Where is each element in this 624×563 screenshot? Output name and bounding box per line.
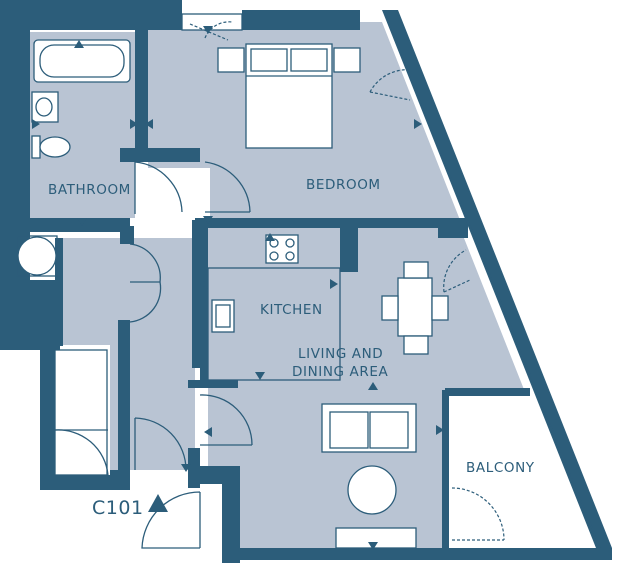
- arrow-left-icon: [204, 427, 212, 437]
- wall-hall-top: [120, 148, 200, 162]
- wall-right-outer: [382, 10, 612, 548]
- wall-top-left: [0, 0, 182, 30]
- arrow-up-icon: [265, 233, 275, 241]
- wall-kitchen-stub: [340, 228, 358, 272]
- wall-hall-mid: [120, 226, 134, 244]
- bathroom-label: BATHROOM: [48, 182, 131, 198]
- tv-unit: [335, 527, 417, 549]
- toilet-cistern: [31, 135, 41, 159]
- unit-code-label: C101: [92, 497, 144, 519]
- arrow-down-icon: [203, 26, 213, 34]
- door-living: [199, 394, 253, 446]
- nightstand-right: [333, 47, 361, 73]
- wall-entrance-right: [188, 448, 200, 488]
- wall-hall-right-lower: [188, 380, 204, 388]
- door-bedroom-window: [369, 69, 413, 101]
- hall-fixtures: [54, 349, 109, 476]
- nightstand-left: [217, 47, 245, 73]
- bedroom-fixtures: [181, 13, 361, 149]
- arrow-right-icon: [436, 425, 444, 435]
- kitchen-fixtures: [207, 234, 341, 381]
- dining-table: [397, 277, 433, 337]
- door-bathroom: [134, 161, 183, 214]
- bedroom-label: BEDROOM: [306, 177, 381, 193]
- living-label-line2: DINING AREA: [292, 364, 388, 380]
- door-balcony: [451, 487, 505, 541]
- washer: [17, 236, 57, 276]
- balcony-label: BALCONY: [466, 460, 535, 476]
- wall-top-right-cap: [242, 10, 360, 24]
- wall-bed-bottom: [195, 218, 445, 228]
- living-fixtures: [321, 261, 449, 549]
- wall-left-lower: [0, 280, 60, 350]
- living-label-line1: LIVING AND: [298, 346, 383, 362]
- arrow-right-icon: [330, 279, 338, 289]
- wall-entrance-left: [110, 470, 130, 490]
- arrow-down-icon: [255, 372, 265, 380]
- kitchen-label: KITCHEN: [260, 302, 323, 318]
- arrow-right-icon: [414, 119, 422, 129]
- bathroom-fixtures: [16, 39, 131, 277]
- wall-bath-bottom: [30, 218, 130, 232]
- view-arrows: [32, 26, 468, 550]
- kitchen-counter: [207, 267, 341, 381]
- wardrobe: [54, 349, 108, 476]
- wall-bottom: [222, 548, 612, 560]
- wall-hall-left: [118, 320, 130, 480]
- chair-bottom: [403, 335, 429, 355]
- chair-right: [431, 295, 449, 321]
- bedroom-window: [181, 13, 243, 31]
- wall-kitchen-left: [200, 228, 208, 388]
- wall-kitchen-base: [200, 380, 238, 388]
- chair-top: [403, 261, 429, 279]
- facade-glazing: [387, 21, 601, 549]
- balcony-floor: [448, 394, 590, 548]
- coffee-table: [347, 465, 397, 515]
- wall-bath-bed: [135, 30, 148, 148]
- arrow-down-icon: [77, 218, 87, 226]
- door-entrance: [141, 491, 201, 549]
- arrow-right-icon: [460, 225, 468, 235]
- arrow-down-icon: [203, 216, 213, 224]
- doors: [129, 69, 505, 549]
- door-cupboard-2: [129, 281, 162, 323]
- wall-left-base: [40, 475, 110, 490]
- wall-hall-upper-left: [55, 238, 63, 346]
- chair-left: [381, 295, 399, 321]
- room-labels: BATHROOM BEDROOM KITCHEN LIVING AND DINI…: [48, 177, 535, 519]
- arrow-left-icon: [200, 279, 208, 289]
- bathtub: [33, 39, 131, 83]
- wall-balcony-top: [445, 388, 530, 396]
- arrow-left-icon: [145, 119, 153, 129]
- door-cupboard-1: [129, 243, 161, 283]
- bed: [245, 43, 333, 149]
- sink: [211, 299, 235, 333]
- door-hall-lower: [134, 417, 187, 471]
- sofa: [321, 403, 417, 453]
- arrow-right-icon: [130, 119, 138, 129]
- arrow-down-icon: [181, 464, 191, 472]
- arrow-down-icon: [368, 542, 378, 550]
- toilet-bowl: [39, 136, 71, 158]
- arrow-right-icon: [32, 119, 40, 129]
- door-bedroom: [204, 161, 251, 213]
- entrance-arrow-icon: [148, 494, 168, 512]
- wall-left-column: [40, 340, 55, 490]
- arrow-up-icon: [74, 40, 84, 48]
- door-living-window: [443, 249, 471, 293]
- wall-balcony-left: [442, 390, 449, 550]
- arrow-up-icon: [368, 382, 378, 390]
- wall-entrance-column: [222, 466, 240, 563]
